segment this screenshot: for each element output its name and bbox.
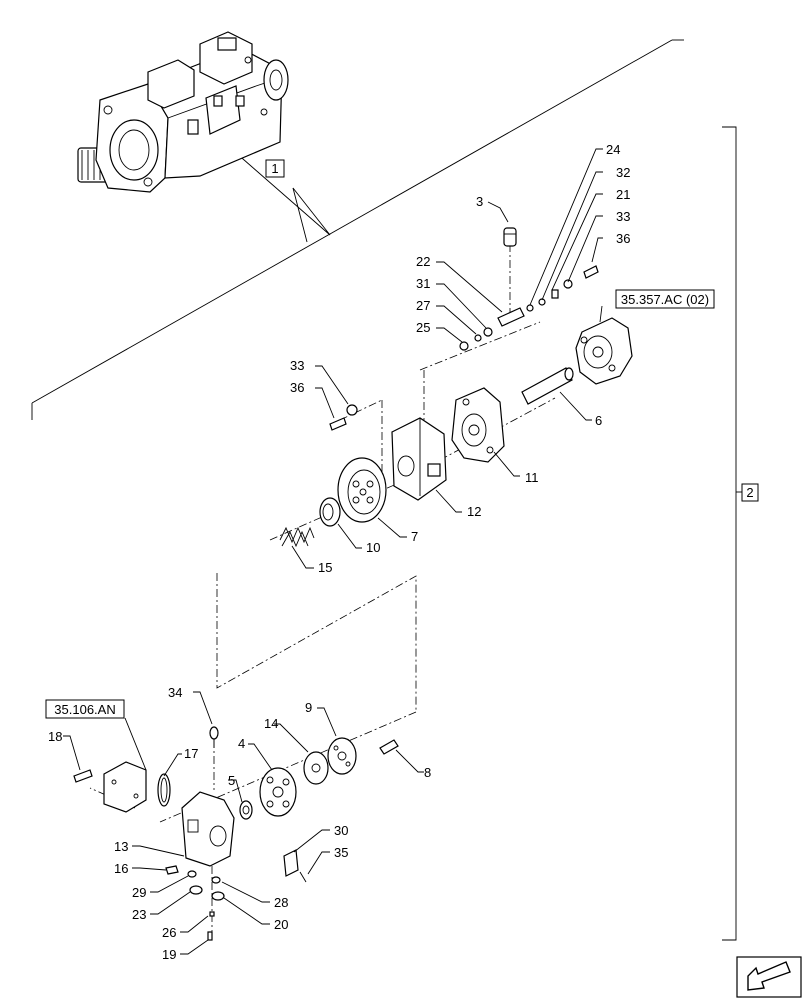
part-31-27-25-seals <box>459 327 493 351</box>
part-8-pin <box>379 739 399 755</box>
part-5-bearing <box>239 800 253 820</box>
callout-36-left: 36 <box>290 380 304 395</box>
part-12-housing <box>391 417 447 501</box>
callout-4: 4 <box>238 736 245 751</box>
part-22-spool <box>497 307 525 327</box>
callout-31: 31 <box>416 276 430 291</box>
callout-6: 6 <box>595 413 602 428</box>
leader-lines <box>63 148 603 955</box>
part-13-end-cover <box>181 791 235 867</box>
callout-21: 21 <box>616 187 630 202</box>
back-arrow-icon[interactable] <box>736 956 802 998</box>
callout-3: 3 <box>476 194 483 209</box>
callout-25: 25 <box>416 320 430 335</box>
part-24-32-21-33-36-small-parts <box>526 265 599 312</box>
reference-pump-ac <box>575 305 633 385</box>
part-15-spring <box>279 526 315 548</box>
callout-27: 27 <box>416 298 430 313</box>
callout-22: 22 <box>416 254 430 269</box>
callout-14: 14 <box>264 716 278 731</box>
callout-36-top: 36 <box>616 231 630 246</box>
part-34-eye-bolt <box>209 726 219 748</box>
part-30-plate <box>283 849 299 877</box>
callout-29: 29 <box>132 885 146 900</box>
part-7-plate <box>337 457 387 523</box>
part-29-23-plugs <box>187 870 203 895</box>
main-pump-assembly <box>77 31 289 193</box>
callout-2: 2 <box>746 485 753 500</box>
part-35-rivet <box>299 871 307 883</box>
callout-9: 9 <box>305 700 312 715</box>
part-18-bolt <box>73 769 93 783</box>
callout-5: 5 <box>228 773 235 788</box>
callout-34: 34 <box>168 685 182 700</box>
callout-30: 30 <box>334 823 348 838</box>
callout-7: 7 <box>411 529 418 544</box>
callout-20: 20 <box>274 917 288 932</box>
part-4-rotor <box>259 767 297 817</box>
part-28-20-plugs <box>211 876 225 901</box>
reference-label-ac[interactable]: 35.357.AC (02) <box>621 292 709 307</box>
part-33-36-bolt-left <box>329 404 358 431</box>
frame-lines <box>31 39 742 941</box>
callout-box-2 <box>741 483 759 502</box>
part-6-shaft <box>521 367 574 405</box>
part-16-plate <box>165 865 179 875</box>
reference-link-ac[interactable]: 35.357.AC (02) <box>615 289 715 309</box>
callout-8: 8 <box>424 765 431 780</box>
callout-1: 1 <box>271 161 278 176</box>
callout-24: 24 <box>606 142 620 157</box>
reference-link-an[interactable]: 35.106.AN <box>45 699 125 719</box>
callout-19: 19 <box>162 947 176 962</box>
callout-17: 17 <box>184 746 198 761</box>
callout-18: 18 <box>48 729 62 744</box>
part-17-o-ring <box>157 773 171 807</box>
callout-28: 28 <box>274 895 288 910</box>
callout-33-left: 33 <box>290 358 304 373</box>
callout-16: 16 <box>114 861 128 876</box>
callout-33-top: 33 <box>616 209 630 224</box>
callout-11: 11 <box>525 470 539 485</box>
callout-26: 26 <box>162 925 176 940</box>
callout-12: 12 <box>467 504 481 519</box>
callout-10: 10 <box>366 540 380 555</box>
part-9-disc <box>327 737 357 775</box>
callout-15: 15 <box>318 560 332 575</box>
part-3-fitting <box>503 227 517 247</box>
part-14-washer <box>303 751 329 785</box>
callouts: 1 2 3 24 32 21 33 36 22 31 27 25 33 36 6… <box>48 142 759 962</box>
callout-32: 32 <box>616 165 630 180</box>
callout-23: 23 <box>132 907 146 922</box>
callout-35: 35 <box>334 845 348 860</box>
callout-box-1 <box>265 159 285 178</box>
callout-13: 13 <box>114 839 128 854</box>
reference-valve-an <box>103 761 147 813</box>
assembly-axes <box>89 244 556 940</box>
reference-label-an[interactable]: 35.106.AN <box>54 702 115 717</box>
part-11-flange <box>451 387 505 463</box>
part-10-cup <box>319 497 341 527</box>
part-26-19-pins <box>207 911 215 941</box>
